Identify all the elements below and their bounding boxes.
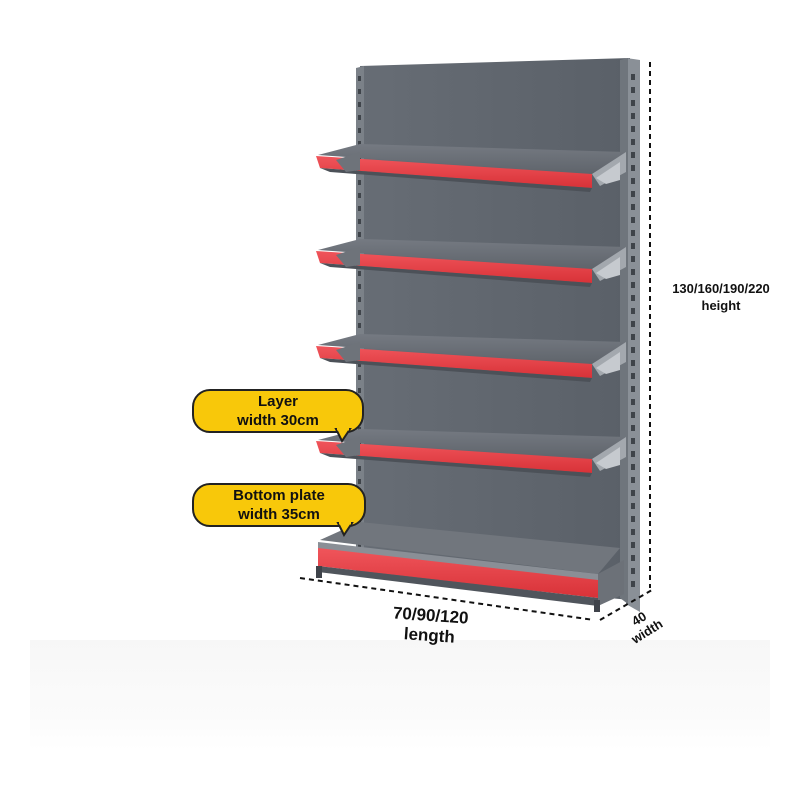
bottom-plate xyxy=(316,522,624,612)
floor-reflection xyxy=(30,640,770,750)
bottom-plate-width-callout: Bottom plate width 35cm xyxy=(192,483,366,537)
height-dimension-label: 130/160/190/220 height xyxy=(656,280,786,314)
shelf-layer xyxy=(316,429,626,477)
layer-callout-line1: Layer xyxy=(257,393,299,410)
height-label: height xyxy=(701,298,741,313)
shelf-layer xyxy=(316,334,626,382)
layer-width-callout: Layer width 30cm xyxy=(192,389,364,443)
shelf-layer xyxy=(316,144,626,192)
shelf-layer xyxy=(316,239,626,287)
shelves xyxy=(316,144,626,477)
callout-pointer-icon xyxy=(336,521,354,537)
callout-pointer-icon xyxy=(334,427,352,443)
length-dimension-label: 70/90/120 length xyxy=(369,602,491,650)
bottom-callout-line1: Bottom plate xyxy=(233,487,325,504)
layer-callout-line2: width 30cm xyxy=(237,412,319,429)
upright-perforations xyxy=(358,74,635,587)
height-values: 130/160/190/220 xyxy=(672,281,770,296)
length-dimension-line xyxy=(299,577,595,621)
width-dimension-line xyxy=(599,589,653,621)
bottom-callout-line2: width 35cm xyxy=(238,506,320,523)
